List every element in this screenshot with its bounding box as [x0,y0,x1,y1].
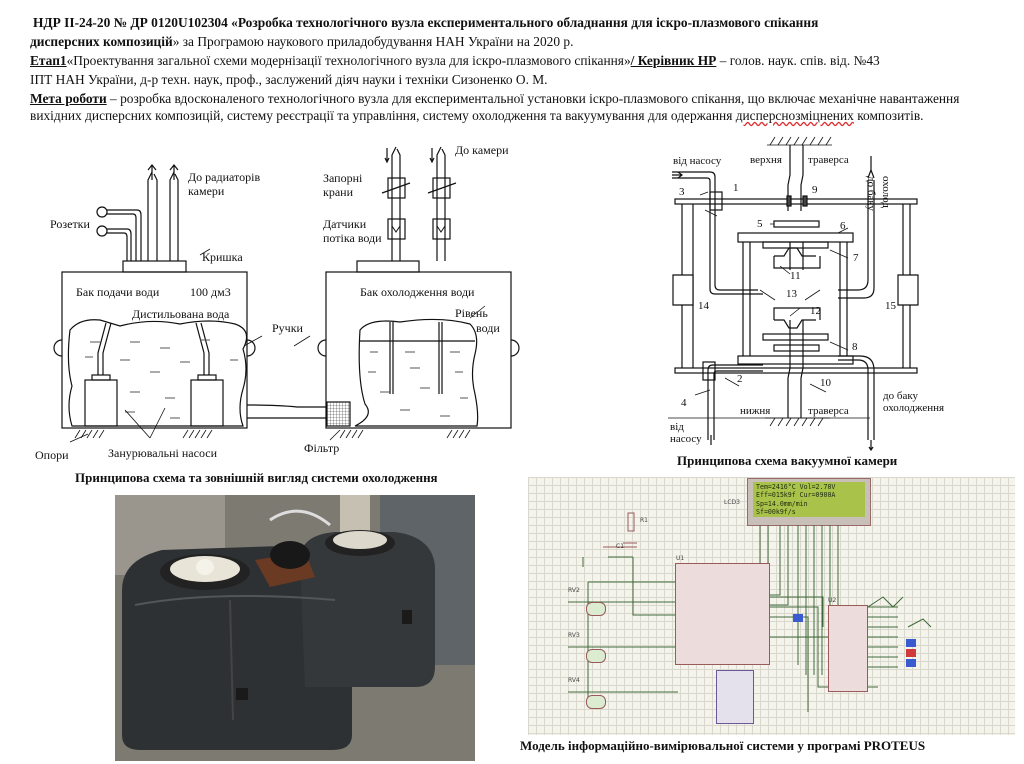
stage-line: Етап1«Проектування загальної схеми модер… [30,51,880,70]
title-rest: » за Програмою наукового приладобудуванн… [172,34,574,49]
caption-cooling-system: Принципова схема та зовнішній вигляд сис… [75,470,438,485]
voltmeter-2 [586,649,606,663]
voltmeter-1 [586,602,606,616]
label-upper: верхня [750,154,782,166]
leader-label: / Керівник НР [630,53,717,68]
label-pumps: Занурювальні насоси [108,446,218,460]
project-title-line2: дисперсних композицій» за Програмою наук… [30,32,573,51]
part-number-5: 5 [757,218,763,230]
goal-text-2: вихідних дисперсних композицій, систему … [30,108,736,123]
label-flow-sensors-2: потіка води [323,231,382,245]
label-supports: Опори [35,448,69,462]
label-from-pump-top: від насосу [673,155,722,167]
cooling-system-photo [115,495,475,761]
label-to-chamber: До камери [455,143,509,157]
goal-line: Мета роботи – розробка вдосконаленого те… [30,89,959,108]
label-to-tank-top: до баку [865,176,877,212]
lcd-line-2: Eff=015k9f Cur=0900A [756,491,836,500]
label-to-radiators-2: камери [188,184,225,198]
part-number-8: 8 [852,341,858,353]
logic-probe-4 [906,659,916,667]
cooling-system-photo-art [115,495,475,761]
label-supply-tank: Бак подачи води [76,285,160,299]
lcd-line-4: Sf=00k9f/s [756,508,796,517]
cooling-tank-drawing [317,146,520,441]
label-valves: Запорні [323,171,363,185]
label-cooling-tank: Бак охолодження води [360,285,475,299]
lcd-line-3: Sp=14.0mm/min [756,499,808,508]
lcd-name: LCD3 [724,499,740,506]
chip-u2 [828,605,868,692]
label-to-tank-top-2: охолод [880,176,892,208]
leader-text: – голов. наук. спів. від. №43 [716,53,880,68]
capacitor-c1: C1 [616,543,625,550]
vacuum-chamber-drawing [668,136,919,452]
goal-text: – розробка вдосконаленого технологічного… [106,91,960,106]
label-from-pump-bottom: від [670,421,684,433]
lcd-line-1: Tem=2416°C Vol=2.70V [756,483,836,491]
goal-text-spell: дисперснозміцнених [735,108,854,123]
part-number-14: 14 [698,300,709,312]
label-water-level-2: води [476,321,500,335]
logic-probe-3 [906,649,916,657]
label-flow-sensors: Датчики [323,217,367,231]
chip-u1-label: U1 [676,555,685,562]
proteus-wires [568,512,932,712]
label-distilled-water: Дистильована вода [132,307,230,321]
part-number-7: 7 [853,252,859,264]
voltmeter-3 [586,695,606,709]
label-valves-2: крани [323,185,353,199]
potentiometer-rv2: RV2 [568,587,580,594]
logic-probe-2 [906,639,916,647]
logic-probe [793,614,803,622]
goal-line-2: вихідних дисперсних композицій, систему … [30,106,924,125]
part-number-11: 11 [790,270,801,282]
label-traverse-bottom: траверса [808,405,849,417]
part-number-9: 9 [812,184,818,196]
leader-details: ІПТ НАН України, д-р техн. наук, проф., … [30,72,548,87]
part-number-6: 6 [840,220,846,232]
label-volume: 100 дм3 [190,285,231,299]
label-to-tank-bottom: до баку [883,390,919,402]
part-number-12: 12 [810,305,821,317]
caption-vacuum-chamber: Принципова схема вакуумної камери [677,453,898,468]
resistor-r1: R1 [640,517,648,524]
label-lower: нижня [740,405,771,417]
part-number-2: 2 [737,373,743,385]
part-number-15: 15 [885,300,896,312]
microcontroller-u1 [675,563,770,665]
label-handles: Ручки [272,321,303,335]
part-number-10: 10 [820,377,831,389]
stage-label: Етап1 [30,53,67,68]
serial-connector [716,670,754,724]
label-from-pump-bottom-2: насосу [670,433,702,445]
chip-u2-label: U2 [828,597,837,604]
potentiometer-rv4: RV4 [568,677,580,684]
part-number-13: 13 [786,288,797,300]
label-to-tank-bottom-2: охолодження [883,402,945,414]
label-water-level: Рівень [455,306,488,320]
label-lid: Кришка [202,250,243,264]
part-number-4: 4 [681,397,687,409]
label-sockets: Розетки [50,217,90,231]
stage-text: «Проектування загальної схеми модернізац… [66,53,631,68]
goal-label: Мета роботи [30,91,107,106]
project-title-line1: НДР ІІ-24-20 № ДР 0120U102304 «Розробка … [33,15,819,30]
part-number-3: 3 [679,186,685,198]
title-bold-part: дисперсних композицій [30,34,173,49]
label-traverse-top: траверса [808,154,849,166]
part-number-1: 1 [733,182,739,194]
caption-proteus-model: Модель інформаційно-вимірювальної систем… [520,738,926,753]
supply-tank-drawing [53,164,311,443]
potentiometer-rv3: RV3 [568,632,580,639]
label-to-radiators: До радиаторів [188,170,261,184]
label-filter: Фільтр [304,441,340,455]
goal-text-end: композитів. [853,108,924,123]
